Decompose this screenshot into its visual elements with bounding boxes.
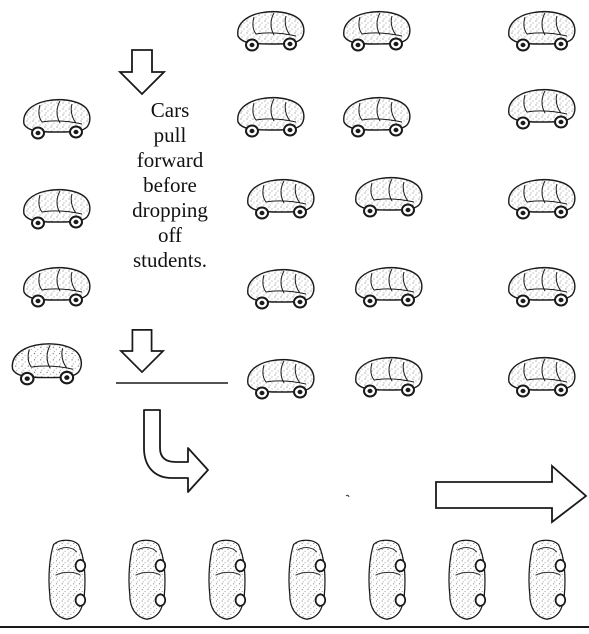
car-side-icon bbox=[246, 178, 315, 220]
car-side-icon bbox=[236, 96, 305, 138]
car-front-icon bbox=[368, 539, 407, 621]
down-arrow-icon bbox=[119, 49, 165, 95]
car-side-icon bbox=[236, 10, 305, 52]
down-arrow-icon bbox=[120, 329, 164, 373]
car-side-icon bbox=[22, 266, 91, 308]
caption-line: pull bbox=[153, 123, 187, 147]
caption-line: Cars bbox=[150, 98, 190, 122]
caption-line: students. bbox=[132, 248, 208, 272]
turn-right-arrow-icon bbox=[143, 409, 209, 493]
caption-line: before bbox=[143, 173, 197, 197]
car-side-icon bbox=[342, 10, 411, 52]
car-front-icon bbox=[128, 539, 167, 621]
car-side-icon bbox=[354, 176, 423, 218]
caption-line: off bbox=[157, 223, 183, 247]
car-side-icon bbox=[22, 98, 91, 140]
caption-line: dropping bbox=[132, 198, 208, 222]
car-side-icon bbox=[246, 358, 315, 400]
caption-line: forward bbox=[136, 148, 204, 172]
car-side-icon bbox=[354, 356, 423, 398]
car-side-icon bbox=[11, 342, 83, 386]
car-front-icon bbox=[48, 539, 87, 621]
instruction-caption: Cars pull forward before dropping off st… bbox=[118, 98, 222, 273]
car-front-icon bbox=[208, 539, 247, 621]
car-side-icon bbox=[354, 266, 423, 308]
car-side-icon bbox=[22, 188, 91, 230]
right-arrow-icon bbox=[435, 464, 588, 524]
car-side-icon bbox=[507, 178, 576, 220]
car-side-icon bbox=[342, 96, 411, 138]
car-front-icon bbox=[288, 539, 327, 621]
car-side-icon bbox=[507, 356, 576, 398]
car-side-icon bbox=[246, 268, 315, 310]
car-side-icon bbox=[507, 266, 576, 308]
car-front-icon bbox=[448, 539, 487, 621]
car-side-icon bbox=[507, 10, 576, 52]
car-side-icon bbox=[507, 88, 576, 130]
car-front-icon bbox=[528, 539, 567, 621]
